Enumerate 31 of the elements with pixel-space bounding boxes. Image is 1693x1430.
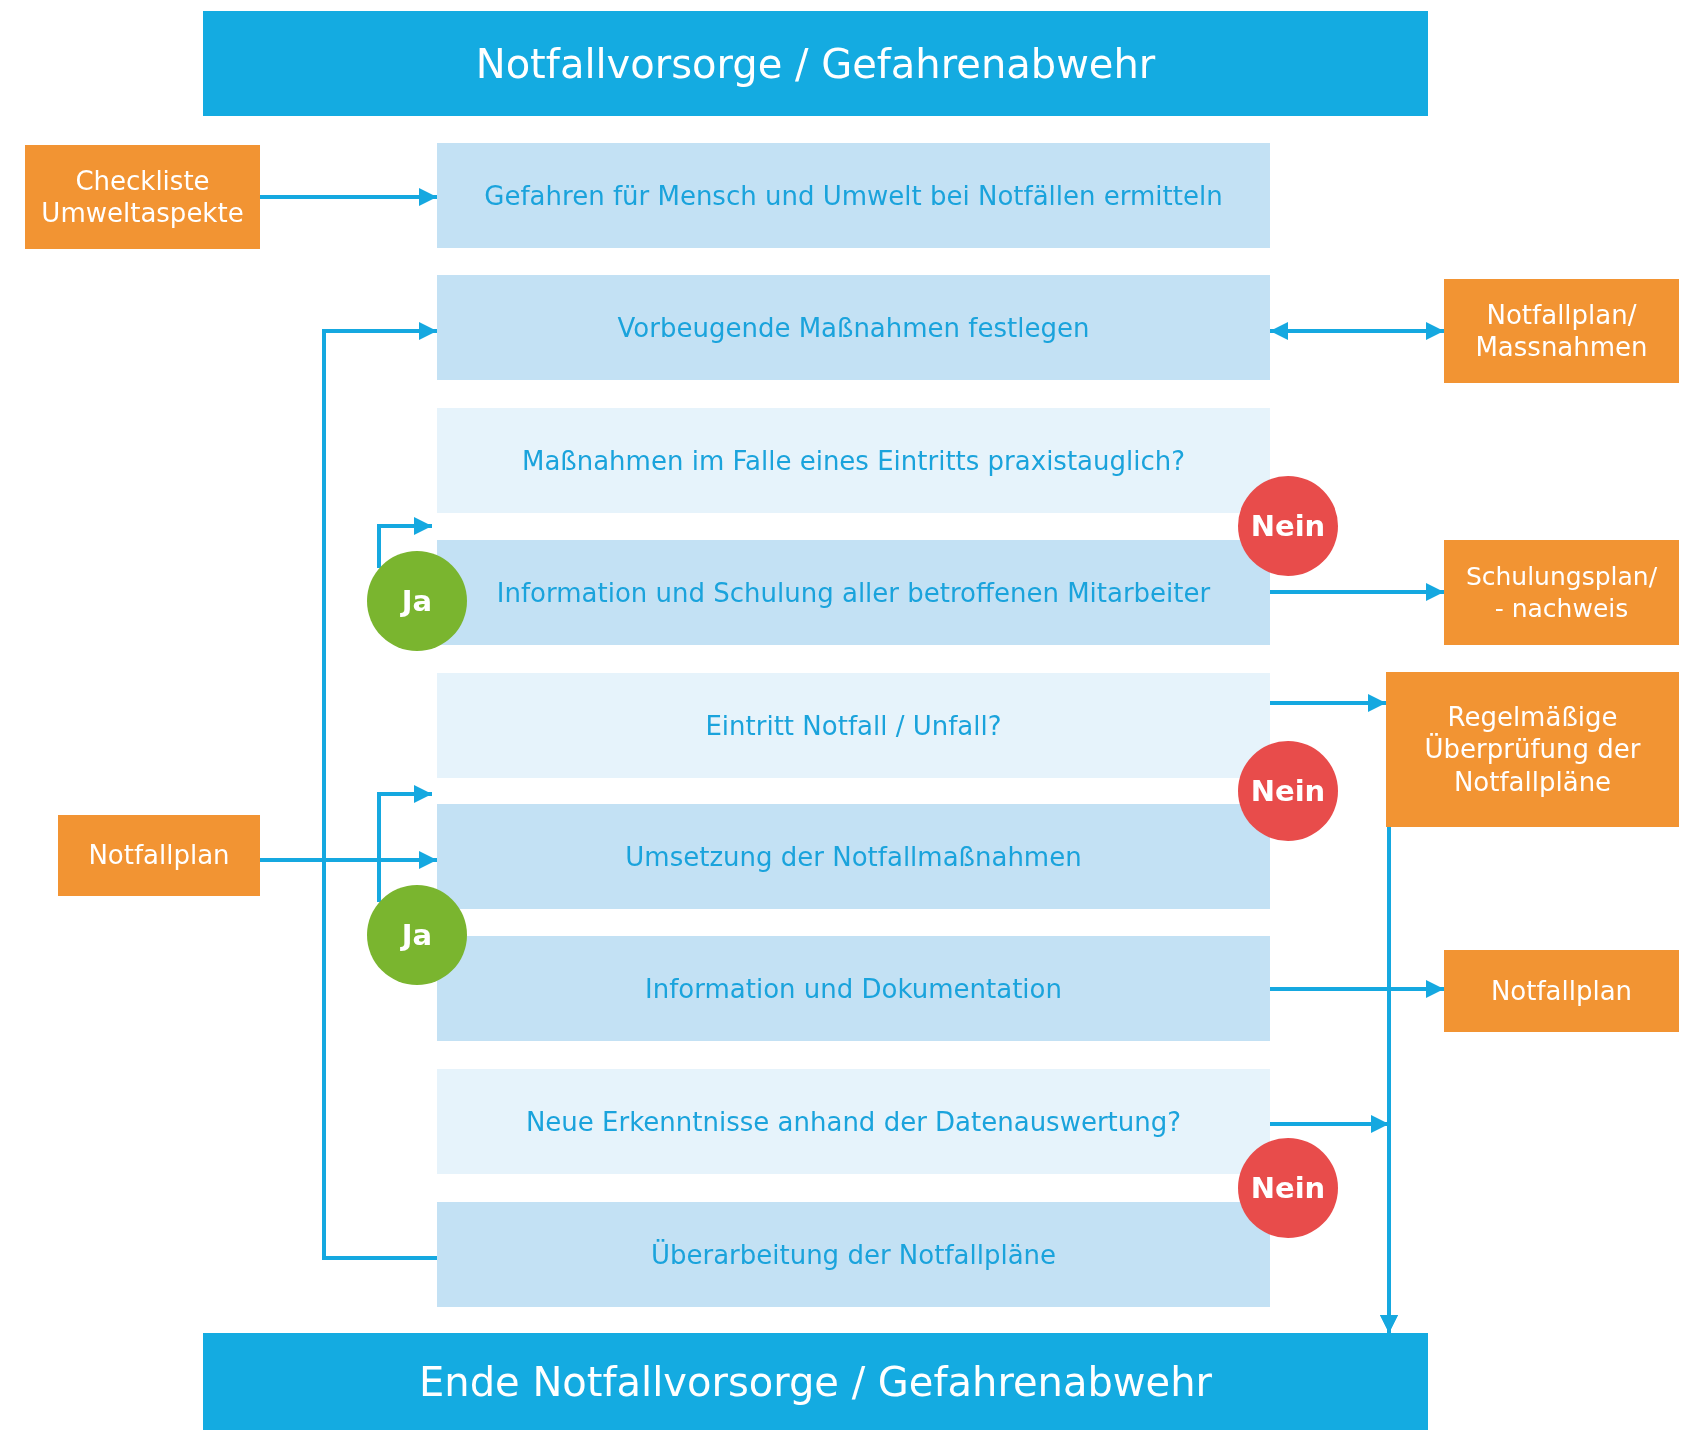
no-circle: Nein xyxy=(1238,476,1338,576)
document-box: Notfallplan xyxy=(58,815,260,896)
no-circle: Nein xyxy=(1238,741,1338,841)
process-box: Information und Dokumentation xyxy=(437,936,1270,1041)
yes-circle: Ja xyxy=(367,551,467,651)
no-circle: Nein xyxy=(1238,1138,1338,1238)
process-box: Überarbeitung der Notfallpläne xyxy=(437,1202,1270,1307)
decision-box: Maßnahmen im Falle eines Eintritts praxistauglich? xyxy=(437,408,1270,513)
process-box: Vorbeugende Maßnahmen festlegen xyxy=(437,275,1270,380)
document-box: Checkliste Umweltaspekte xyxy=(25,145,260,249)
arrow xyxy=(260,188,437,206)
process-box: Gefahren für Mensch und Umwelt bei Notfällen ermitteln xyxy=(437,143,1270,248)
document-box: Notfallplan xyxy=(1444,950,1679,1032)
document-box: Schulungsplan/ - nachweis xyxy=(1444,540,1679,645)
arrow xyxy=(1270,583,1444,601)
process-box: Umsetzung der Notfallmaßnahmen xyxy=(437,804,1270,909)
arrow xyxy=(260,851,437,869)
decision-box: Eintritt Notfall / Unfall? xyxy=(437,673,1270,778)
arrow xyxy=(377,517,432,568)
document-box: Notfallplan/ Massnahmen xyxy=(1444,279,1679,383)
arrow xyxy=(377,785,432,902)
header-band: Ende Notfallvorsorge / Gefahrenabwehr xyxy=(203,1333,1428,1430)
arrow xyxy=(1270,980,1444,998)
arrow xyxy=(1270,694,1386,712)
decision-box: Neue Erkenntnisse anhand der Datenauswertung? xyxy=(437,1069,1270,1174)
arrow xyxy=(322,322,437,1260)
document-box: Regelmäßige Überprüfung der Notfallpläne xyxy=(1386,672,1679,827)
process-box: Information und Schulung aller betroffenen Mitarbeiter xyxy=(437,540,1270,645)
arrow xyxy=(1270,322,1444,340)
yes-circle: Ja xyxy=(367,885,467,985)
header-band: Notfallvorsorge / Gefahrenabwehr xyxy=(203,11,1428,116)
